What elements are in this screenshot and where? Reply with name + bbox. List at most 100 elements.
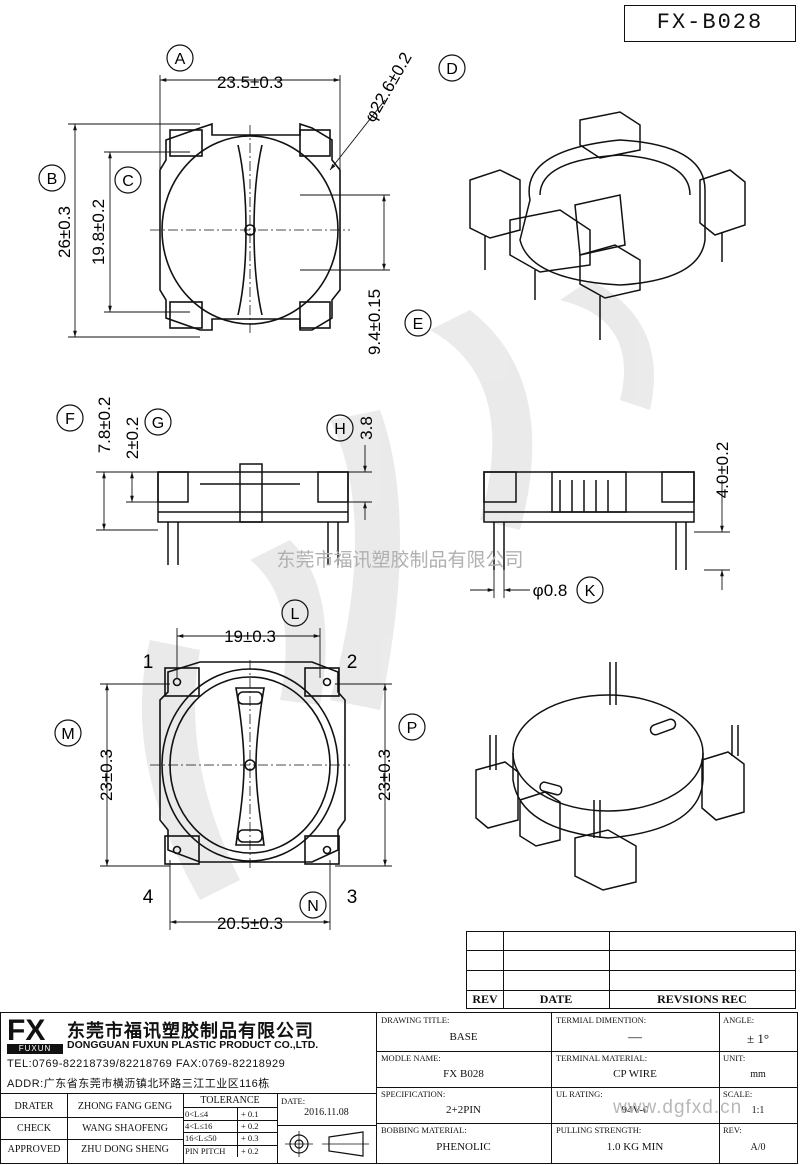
top-view [159, 122, 341, 331]
iso-view-top [469, 111, 746, 340]
bobbing-material-value: PHENOLIC [436, 1141, 491, 1153]
svg-text:N: N [307, 898, 319, 915]
front-view [157, 463, 349, 565]
bobbing-material-label: BOBBING MATERIAL: [381, 1125, 467, 1135]
tolerance-range-2: 4<L≤16 [185, 1121, 213, 1131]
terminal-dimension-value: — [628, 1030, 642, 1045]
angle-value: ± 1° [746, 1031, 770, 1046]
tolerance-value-4: + 0.2 [241, 1146, 259, 1156]
date-label: DATE: [281, 1096, 306, 1106]
pin-numbers: 1 2 3 4 [143, 652, 358, 908]
company-name-en: DONGGUAN FUXUN PLASTIC PRODUCT CO.,LTD. [67, 1039, 319, 1051]
tolerance-header: TOLERANCE [200, 1095, 260, 1106]
balloon-E: E [404, 309, 432, 337]
svg-text:A: A [175, 51, 186, 68]
pulling-strength-label: PULLING STRENGTH: [556, 1125, 642, 1135]
rev-value: A/0 [750, 1142, 766, 1153]
unit-label: UNIT: [723, 1053, 746, 1063]
terminal-material-label: TERMINAL MATERIAL: [556, 1053, 648, 1063]
tolerance-value-3: + 0.3 [241, 1133, 259, 1143]
dim-G: 2±0.2 [123, 417, 142, 459]
ul-rating-label: UL RATING: [556, 1089, 603, 1099]
svg-text:K: K [585, 583, 596, 600]
pin-number-4: 4 [143, 887, 154, 908]
balloon-P: P [398, 713, 426, 741]
company-addr: ADDR:广东省东莞市横沥镇北环路三江工业区116栋 [7, 1078, 270, 1090]
balloon-F: F [56, 404, 84, 432]
company-name-cn: 东莞市福讯塑胶制品有限公司 [67, 1021, 314, 1041]
terminal-dimension-label: TERMIAL DIMENTION: [556, 1015, 647, 1025]
projection-symbol-icon [285, 1131, 369, 1157]
angle-label: ANGLE: [723, 1015, 755, 1025]
tolerance-range-1: 0<L≤4 [185, 1109, 209, 1119]
watermark-graphic [141, 280, 654, 900]
dim-E: 9.4±0.15 [365, 289, 384, 355]
svg-text:G: G [152, 415, 164, 432]
model-name-label: MODLE NAME: [381, 1053, 441, 1063]
dim-D: φ22.6±0.2 [361, 49, 416, 125]
approval-role-approved: APPROVED [7, 1144, 61, 1155]
ul-rating-value: 94V-0 [621, 1104, 649, 1116]
rev-col-header: REV [472, 992, 498, 1006]
dim-H: 3.8 [357, 416, 376, 440]
svg-text:P: P [407, 720, 418, 737]
dim-F: 7.8±0.2 [95, 397, 114, 454]
iso-view-bottom [475, 662, 745, 891]
balloon-C: C [114, 166, 142, 194]
svg-text:M: M [61, 726, 74, 743]
approval-name-approved: ZHU DONG SHENG [81, 1144, 169, 1155]
website-watermark: www.dgfxd.cn [613, 1097, 743, 1118]
svg-text:C: C [122, 173, 134, 190]
svg-text:F: F [65, 411, 75, 428]
balloon-A: A [166, 44, 194, 72]
balloons-top: A B C D E [38, 44, 466, 337]
approval-role-check: CHECK [17, 1123, 51, 1134]
rev-label: REV: [723, 1125, 742, 1135]
dim-C: 19.8±0.2 [89, 199, 108, 265]
company-watermark: 东莞市福讯塑胶制品有限公司 [276, 549, 523, 571]
rec-col-header: REVSIONS REC [657, 992, 747, 1006]
specification-label: SPECIFICATION: [381, 1089, 446, 1099]
svg-text:L: L [291, 606, 300, 623]
company-tel: TEL:0769-82218739/82218769 FAX:0769-8221… [7, 1058, 286, 1070]
svg-text:E: E [413, 316, 424, 333]
date-value: 2016.11.08 [304, 1107, 349, 1118]
dim-N: 20.5±0.3 [217, 914, 283, 933]
pin-number-1: 1 [143, 652, 154, 673]
tolerance-range-4: PIN PITCH [185, 1146, 226, 1156]
tolerance-value-2: + 0.2 [241, 1121, 259, 1131]
approval-role-drater: DRATER [14, 1101, 54, 1112]
company-logo: FX [7, 1014, 46, 1047]
drawing-number: FX-B028 [624, 5, 796, 42]
svg-text:B: B [47, 171, 58, 188]
technical-drawing: 23.5±0.3 26±0.3 19.8±0.2 φ22.6±0.2 9.4±0… [38, 44, 746, 933]
balloon-D: D [438, 54, 466, 82]
company-logo-sub: FUXUN [7, 1044, 63, 1054]
svg-text:H: H [334, 421, 346, 438]
pulling-strength-value: 1.0 KG MIN [606, 1141, 664, 1153]
tolerance-value-1: + 0.1 [241, 1109, 259, 1119]
dim-B: 26±0.3 [55, 206, 74, 258]
dim-side-height: 4.0±0.2 [713, 442, 732, 499]
title-block: FX FUXUN 东莞市福讯塑胶制品有限公司 DONGGUAN FUXUN PL… [0, 1012, 798, 1164]
specification-value: 2+2PIN [446, 1104, 481, 1116]
tolerance-range-3: 16<L≤50 [185, 1133, 217, 1143]
dim-M: 23±0.3 [97, 749, 116, 801]
dim-L: 19±0.3 [224, 627, 276, 646]
balloon-B: B [38, 164, 66, 192]
dim-P: 23±0.3 [375, 749, 394, 801]
pin-number-3: 3 [347, 887, 358, 908]
side-view [483, 471, 695, 570]
balloon-K: K [576, 576, 604, 604]
balloon-N: N [299, 891, 327, 919]
scale-value: 1:1 [751, 1105, 765, 1116]
terminal-material-value: CP WIRE [613, 1068, 657, 1080]
pin-number-2: 2 [347, 652, 358, 673]
approval-name-check: WANG SHAOFENG [82, 1123, 168, 1134]
approval-name-drater: ZHONG FANG GENG [77, 1101, 173, 1112]
model-name-value: FX B028 [443, 1068, 484, 1080]
unit-value: mm [750, 1069, 766, 1080]
drawing-title-value: BASE [449, 1031, 478, 1043]
balloon-H: H [326, 414, 354, 442]
